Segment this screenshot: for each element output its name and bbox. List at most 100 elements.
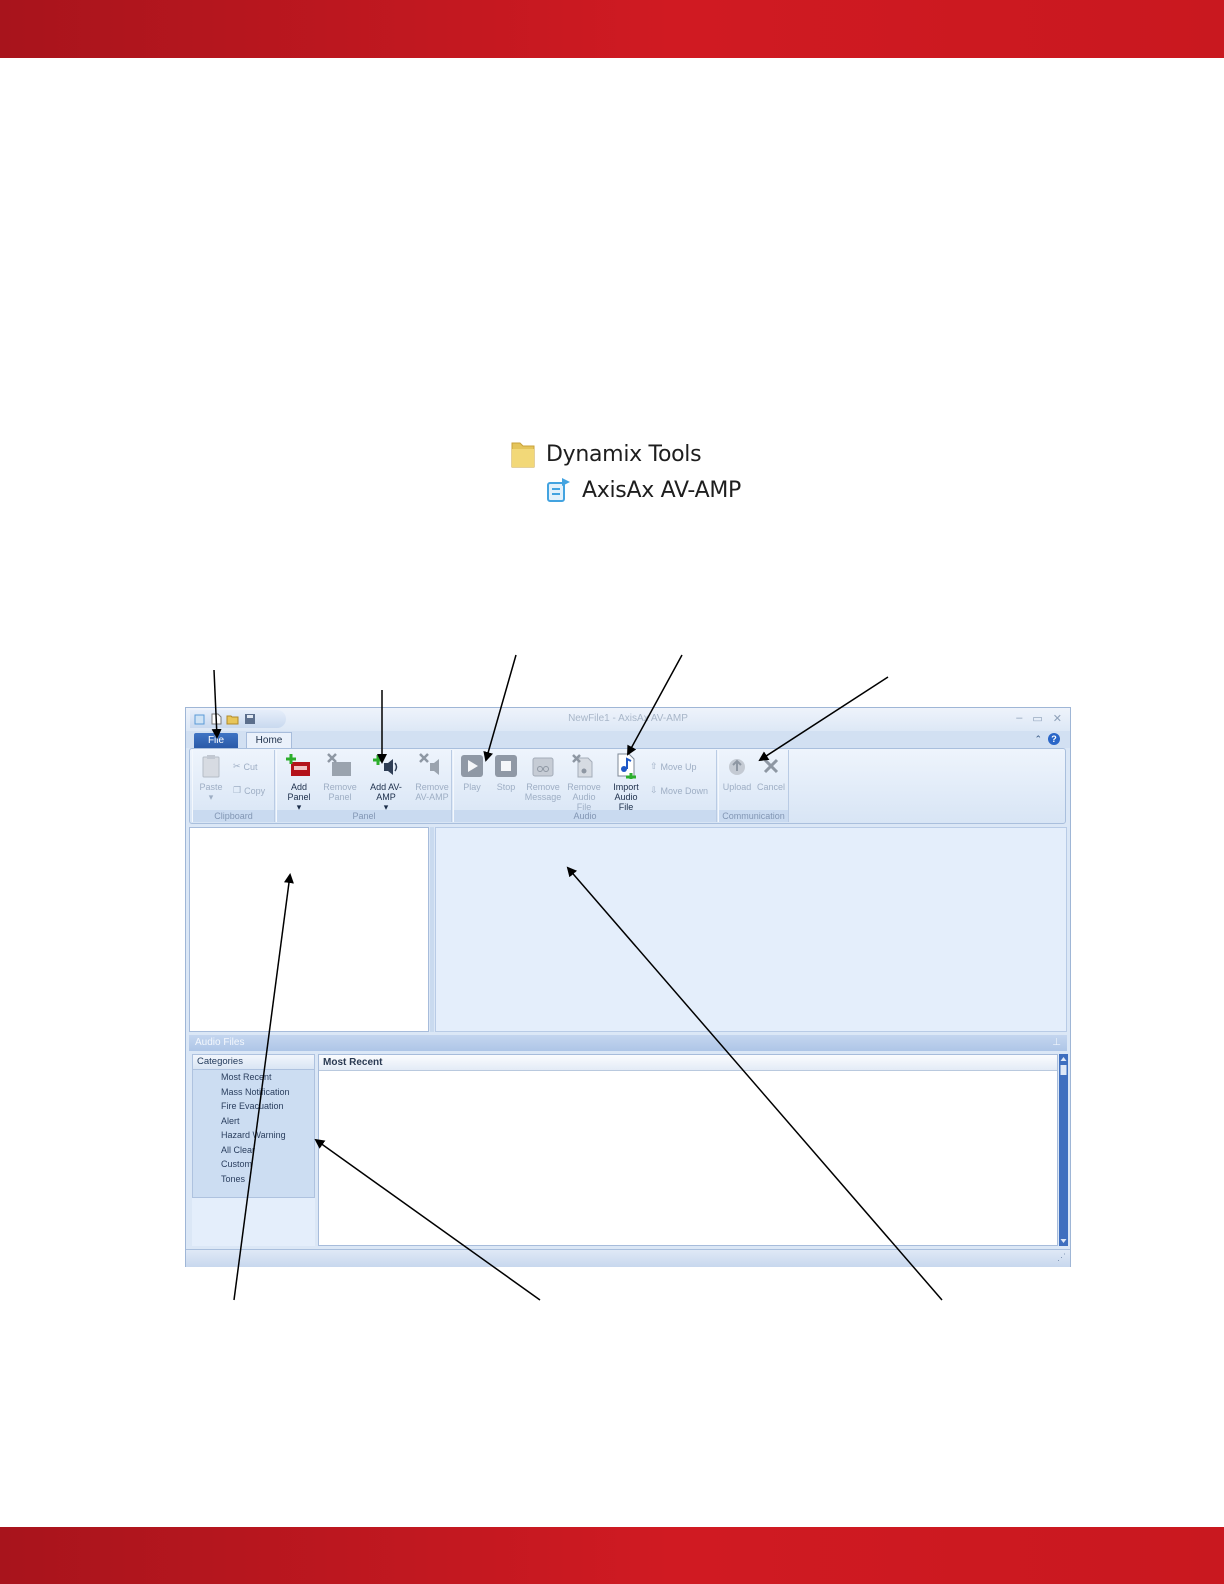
paste-button[interactable]: Paste ▾ — [195, 753, 227, 802]
remove-audio-file-button[interactable]: Remove Audio File — [564, 753, 604, 812]
remove-avamp-label-2: AV-AMP — [415, 792, 449, 802]
import-audio-label-1: Import — [613, 782, 639, 792]
open-folder-icon[interactable] — [226, 713, 240, 725]
remove-audio-file-icon — [572, 754, 593, 778]
list-scrollbar[interactable] — [1059, 1054, 1068, 1246]
remove-message-label-2: Message — [524, 792, 562, 802]
copy-button[interactable]: ❐Copy — [233, 785, 265, 796]
panel-tree-view[interactable] — [189, 827, 429, 1032]
category-item[interactable]: Hazard Warning — [221, 1130, 286, 1140]
upload-label: Upload — [722, 782, 752, 792]
upload-icon — [729, 759, 745, 775]
add-panel-icon — [286, 754, 310, 776]
play-button[interactable]: Play — [456, 753, 488, 792]
add-panel-label: Add Panel — [287, 782, 311, 802]
resize-grip-icon[interactable]: ⋰ — [1057, 1252, 1066, 1262]
remove-panel-icon — [327, 753, 351, 776]
category-item[interactable]: Fire Evacuation — [221, 1101, 284, 1111]
play-icon — [461, 755, 483, 777]
save-icon[interactable] — [244, 713, 256, 725]
panel-details-view[interactable] — [435, 827, 1067, 1032]
minimize-icon[interactable]: – — [1016, 712, 1023, 724]
callout-play — [483, 654, 517, 762]
categories-panel: Categories Most Recent Mass Notification… — [192, 1054, 315, 1198]
audio-files-header: Audio Files ⊥ — [189, 1035, 1067, 1051]
app-window: NewFile1 - AxisAx AV-AMP – ▭ ✕ File Home… — [185, 707, 1071, 1267]
stop-icon — [495, 755, 517, 777]
cancel-x-icon — [763, 758, 779, 774]
folder-icon — [511, 442, 535, 468]
cancel-label: Cancel — [756, 782, 785, 792]
maximize-icon[interactable]: ▭ — [1032, 713, 1043, 725]
upload-button[interactable]: Upload — [721, 753, 753, 792]
callout-upload — [758, 676, 889, 762]
category-item[interactable]: Tones — [221, 1173, 246, 1184]
play-label: Play — [463, 782, 481, 792]
category-item[interactable]: Mass Notification — [221, 1086, 290, 1097]
close-icon[interactable]: ✕ — [1052, 713, 1062, 725]
collapse-ribbon-icon[interactable]: ⌃ — [1034, 733, 1042, 744]
remove-panel-label-1: Remove — [323, 782, 357, 792]
categories-title: Categories — [193, 1055, 314, 1070]
tab-file[interactable]: File — [194, 733, 238, 748]
help-icon[interactable]: ? — [1048, 733, 1060, 745]
move-down-button[interactable]: ⇩Move Down — [650, 785, 708, 796]
window-title: NewFile1 - AxisAx AV-AMP — [568, 713, 688, 724]
audio-files-title: Audio Files — [195, 1037, 245, 1048]
copy-icon: ❐ — [233, 785, 242, 795]
import-audio-file-button[interactable]: Import Audio File — [606, 753, 646, 812]
scrollbar-arrows-icon — [1060, 1057, 1067, 1243]
audio-file-list[interactable]: Most Recent — [318, 1054, 1058, 1246]
move-up-button[interactable]: ⇧Move Up — [650, 761, 697, 772]
app-menu-icon[interactable] — [194, 713, 206, 725]
remove-message-button[interactable]: Remove Message — [524, 753, 562, 802]
remove-speaker-icon — [419, 753, 439, 775]
stop-label: Stop — [496, 782, 516, 792]
remove-audio-label-2: Audio File — [572, 792, 596, 812]
cut-button[interactable]: ✂Cut — [233, 761, 258, 772]
cancel-button[interactable]: Cancel — [755, 753, 787, 792]
remove-avamp-button[interactable]: Remove AV-AMP — [413, 753, 451, 802]
remove-avamp-label-1: Remove — [415, 782, 449, 792]
tree-app-axisax-avamp[interactable]: AxisAx AV-AMP — [546, 472, 741, 508]
add-avamp-label: Add AV-AMP — [370, 782, 402, 802]
tree-folder-label: Dynamix Tools — [546, 441, 702, 467]
copy-label: Copy — [244, 785, 266, 796]
category-item[interactable]: Alert — [221, 1115, 240, 1126]
callout-tree-view — [233, 873, 294, 1301]
window-controls: – ▭ ✕ — [1016, 712, 1062, 725]
category-item[interactable]: Custom — [221, 1159, 253, 1169]
group-label-audio: Audio — [454, 810, 716, 822]
stop-button[interactable]: Stop — [490, 753, 522, 792]
paste-dropdown-icon[interactable]: ▾ — [208, 792, 214, 802]
audio-file-list-title: Most Recent — [319, 1055, 1057, 1071]
quick-access-toolbar — [190, 710, 286, 728]
callout-import-audio — [627, 654, 683, 756]
import-audio-label-2: Audio File — [614, 792, 638, 812]
ribbon-tabs: File Home ⌃ ? — [186, 731, 1070, 748]
remove-panel-button[interactable]: Remove Panel — [321, 753, 359, 802]
add-avamp-dropdown-icon[interactable]: ▾ — [383, 802, 389, 812]
category-item[interactable]: Most Recent — [221, 1072, 272, 1082]
tab-home[interactable]: Home — [246, 732, 292, 748]
category-item[interactable]: All Clear — [221, 1144, 256, 1155]
tree-app-label: AxisAx AV-AMP — [582, 477, 741, 503]
paste-icon — [202, 755, 220, 778]
group-label-panel: Panel — [277, 810, 451, 822]
move-up-icon: ⇧ — [650, 761, 658, 771]
move-up-label: Move Up — [660, 761, 697, 772]
group-clipboard: Paste ▾ ✂Cut ❐Copy Clipboard — [192, 750, 275, 822]
add-panel-dropdown-icon[interactable]: ▾ — [296, 802, 302, 812]
start-menu-tree: Dynamix Tools AxisAx AV-AMP — [510, 436, 741, 508]
title-bar: NewFile1 - AxisAx AV-AMP – ▭ ✕ — [186, 708, 1070, 731]
tree-folder-dynamix-tools[interactable]: Dynamix Tools — [510, 436, 741, 472]
add-panel-button[interactable]: Add Panel ▾ — [279, 753, 319, 812]
remove-message-icon — [532, 757, 554, 777]
status-bar: ⋰ — [186, 1249, 1070, 1267]
panel-splitter[interactable] — [430, 827, 434, 1032]
categories-empty-area — [192, 1198, 315, 1246]
pin-icon[interactable]: ⊥ — [1052, 1037, 1061, 1048]
move-down-label: Move Down — [660, 785, 709, 796]
callout-file-tab — [211, 669, 222, 739]
